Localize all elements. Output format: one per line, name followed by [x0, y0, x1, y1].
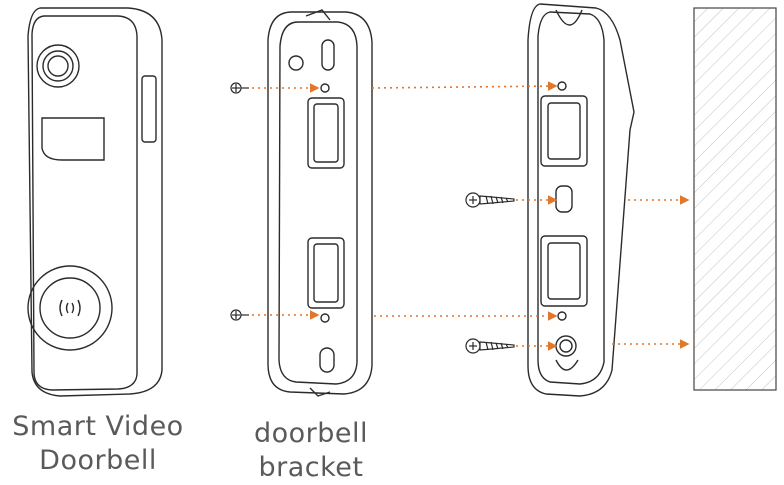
doorbell-bracket — [267, 9, 373, 397]
screw-icon — [230, 309, 249, 321]
screw-icon — [230, 82, 249, 94]
wall-surface — [693, 7, 777, 391]
doorbell-device — [27, 7, 163, 397]
bracket-caption-line2: bracket — [258, 452, 364, 483]
doorbell-button-icon — [27, 265, 113, 351]
wall-screw-icon — [465, 338, 515, 354]
alignment-guides — [252, 81, 690, 351]
wall-screw-icon — [465, 192, 515, 208]
bracket-rear-view — [527, 3, 635, 397]
bracket-caption-line1: doorbell — [253, 418, 369, 449]
doorbell-caption: Smart Video Doorbell — [0, 410, 196, 478]
bracket-caption: doorbell bracket — [216, 417, 406, 485]
doorbell-caption-line2: Doorbell — [39, 445, 157, 476]
doorbell-caption-line1: Smart Video — [12, 411, 184, 442]
camera-lens-icon — [36, 44, 80, 88]
guide-arrow — [371, 81, 558, 91]
